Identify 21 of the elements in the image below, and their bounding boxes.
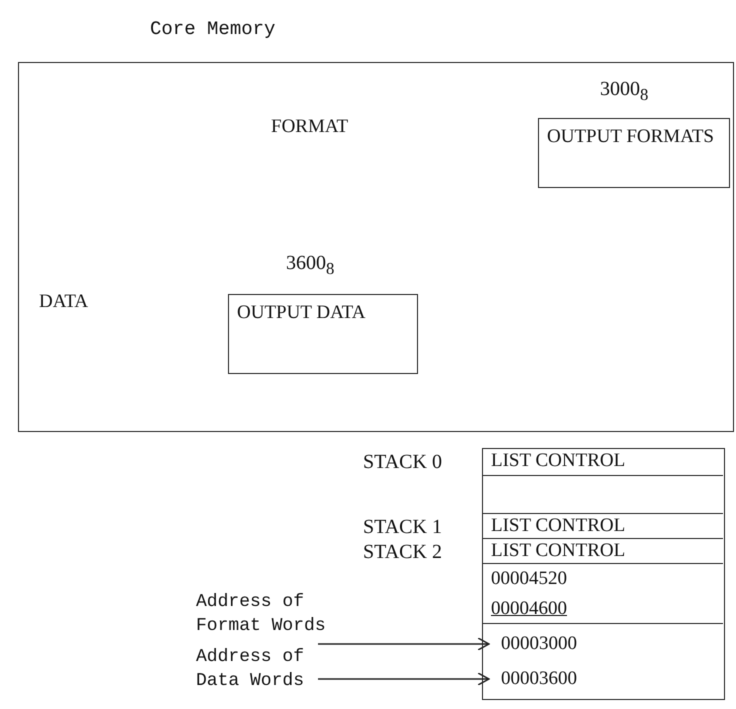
arrow — [318, 637, 490, 651]
node-caption: 3000$_{8}$ — [600, 78, 648, 105]
address-label: Address of Data Words — [196, 645, 346, 695]
diagram-title: Core Memory — [150, 18, 276, 40]
node-caption: STACK 0 — [363, 451, 442, 474]
node-caption: 3600$_{8}$ — [286, 252, 334, 279]
region-label: DATA — [39, 291, 88, 313]
arrow — [318, 672, 490, 686]
node-caption: STACK 2 — [363, 541, 442, 564]
region-label: FORMAT — [271, 116, 348, 138]
list-control-row: LIST CONTROL — [483, 514, 723, 539]
list-control-row: LIST CONTROL — [483, 539, 723, 564]
output-data-box: OUTPUT DATA — [228, 294, 418, 374]
address-value: 00003600 — [493, 664, 603, 694]
output-formats-box: OUTPUT FORMATS — [538, 118, 730, 188]
memory-region-box — [18, 62, 734, 432]
address-value: 00003000 — [493, 629, 603, 659]
address-label: Address of Format Words — [196, 590, 346, 640]
list-control-row: LIST CONTROL — [483, 449, 723, 476]
address-words-row: 00004520 00004600 — [483, 564, 723, 624]
node-caption: STACK 1 — [363, 516, 442, 539]
